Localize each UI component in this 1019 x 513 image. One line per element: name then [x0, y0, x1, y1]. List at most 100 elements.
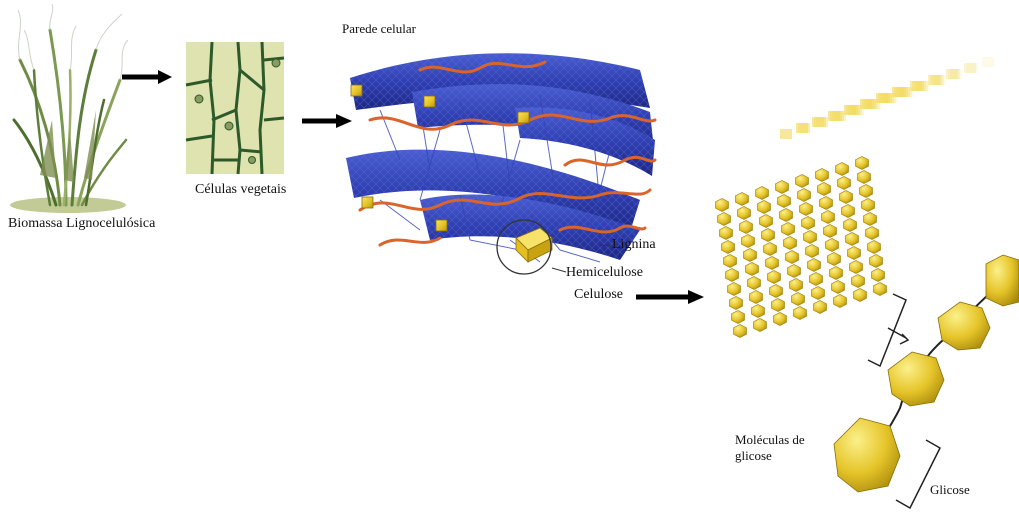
cellulose-rod [818, 183, 831, 196]
cellulose-rod-shadow [828, 111, 840, 121]
cellulose-rod [766, 257, 779, 270]
arrow-biomass-to-cells-icon [122, 70, 172, 84]
cellulose-rod [740, 221, 753, 234]
glucose-molecule-icon [986, 255, 1019, 306]
cellulose-rod [868, 241, 881, 254]
cellulose-rod-shadow [964, 63, 976, 73]
cellulose-rod-shadow [928, 75, 940, 85]
cellulose-rod [744, 249, 757, 262]
cellulose-rod [856, 157, 869, 170]
cellulose-rod-shadow [860, 99, 872, 109]
cellulose-rod [770, 285, 783, 298]
cellulose-rod [874, 283, 887, 296]
cellulose-rod [816, 169, 829, 182]
cellulose-rod [840, 191, 853, 204]
cellulose-rod [798, 189, 811, 202]
cellulose-rod-shadow [844, 105, 856, 115]
cellulose-rod [722, 241, 735, 254]
cellulose-rod [750, 291, 763, 304]
cellulose-rod [810, 273, 823, 286]
cellulose-rod [734, 325, 747, 338]
cellulose-rod [756, 187, 769, 200]
cellulose-rod [780, 209, 793, 222]
cellulose-rod [832, 281, 845, 294]
cellulose-rod [862, 199, 875, 212]
bracket-icon [868, 294, 908, 366]
cellulose-rod [820, 197, 833, 210]
label-lignina: Lignina [612, 237, 656, 253]
cellulose-rod [848, 247, 861, 260]
cellulose-rod [824, 225, 837, 238]
cellulose-crystal-block-icon [716, 57, 995, 338]
cellulose-rod [736, 193, 749, 206]
cellulose-rod [720, 227, 733, 240]
grass-plant-icon [10, 4, 128, 213]
cellulose-rod-shadow [780, 129, 792, 139]
cellulose-rod [792, 293, 805, 306]
cellulose-rod [802, 217, 815, 230]
cellulose-rod-shadow [796, 123, 808, 133]
cellulose-rod [814, 301, 827, 314]
cellulose-rod [772, 299, 785, 312]
cellulose-rod-shadow [812, 117, 824, 127]
label-biomassa: Biomassa Lignocelulósica [8, 216, 155, 232]
cell-wall-fibers-icon [346, 53, 655, 274]
cellulose-rod-shadow [910, 81, 922, 91]
cellulose-rod [730, 297, 743, 310]
cellulose-rod-shadow [946, 69, 958, 79]
cellulose-rod [724, 255, 737, 268]
cellulose-rod [864, 213, 877, 226]
cellulose-rod [764, 243, 777, 256]
arrow-cells-to-wall-icon [302, 114, 352, 128]
cellulose-rod [844, 219, 857, 232]
cellulose-rod [726, 269, 739, 282]
cellulose-rod [776, 181, 789, 194]
cellulose-rod [808, 259, 821, 272]
label-celulose: Celulose [574, 287, 623, 303]
cellulose-rod [860, 185, 873, 198]
cellulose-rod [806, 245, 819, 258]
cellulose-rod [852, 275, 865, 288]
cellulose-rod [782, 223, 795, 236]
cellulose-rod [732, 311, 745, 324]
cellulose-rod [796, 175, 809, 188]
cellulose-rod [752, 305, 765, 318]
cellulose-rod [746, 263, 759, 276]
cellulose-rod [850, 261, 863, 274]
cellulose-rod [858, 171, 871, 184]
glucose-molecule-icon [938, 302, 990, 350]
cellulose-rod [870, 255, 883, 268]
cellulose-rod [854, 289, 867, 302]
cellulose-rod [738, 207, 751, 220]
cellulose-rod [786, 251, 799, 264]
label-parede-celular: Parede celular [342, 22, 416, 37]
label-glicose: Glicose [930, 483, 970, 498]
cellulose-rod [794, 307, 807, 320]
cellulose-rod [822, 211, 835, 224]
cellulose-rod [742, 235, 755, 248]
cellulose-rod [718, 213, 731, 226]
cellulose-rod [866, 227, 879, 240]
plant-cells-icon [186, 42, 284, 174]
glucose-molecule-icon [888, 352, 944, 406]
cellulose-rod [836, 163, 849, 176]
cellulose-rod [826, 239, 839, 252]
cellulose-rod [748, 277, 761, 290]
cellulose-rod [778, 195, 791, 208]
label-moleculas-de-glicose: Moléculas de glicose [735, 432, 825, 465]
cellulose-rod [846, 233, 859, 246]
cellulose-rod [842, 205, 855, 218]
cellulose-rod [758, 201, 771, 214]
cellulose-rod [762, 229, 775, 242]
cellulose-rod [728, 283, 741, 296]
cellulose-rod [768, 271, 781, 284]
cellulose-rod [804, 231, 817, 244]
cellulose-rod [788, 265, 801, 278]
label-celulas-vegetais: Células vegetais [195, 182, 286, 198]
cellulose-rod [812, 287, 825, 300]
label-hemicelulose: Hemicelulose [566, 265, 643, 281]
cellulose-rod [830, 267, 843, 280]
cellulose-rod [760, 215, 773, 228]
